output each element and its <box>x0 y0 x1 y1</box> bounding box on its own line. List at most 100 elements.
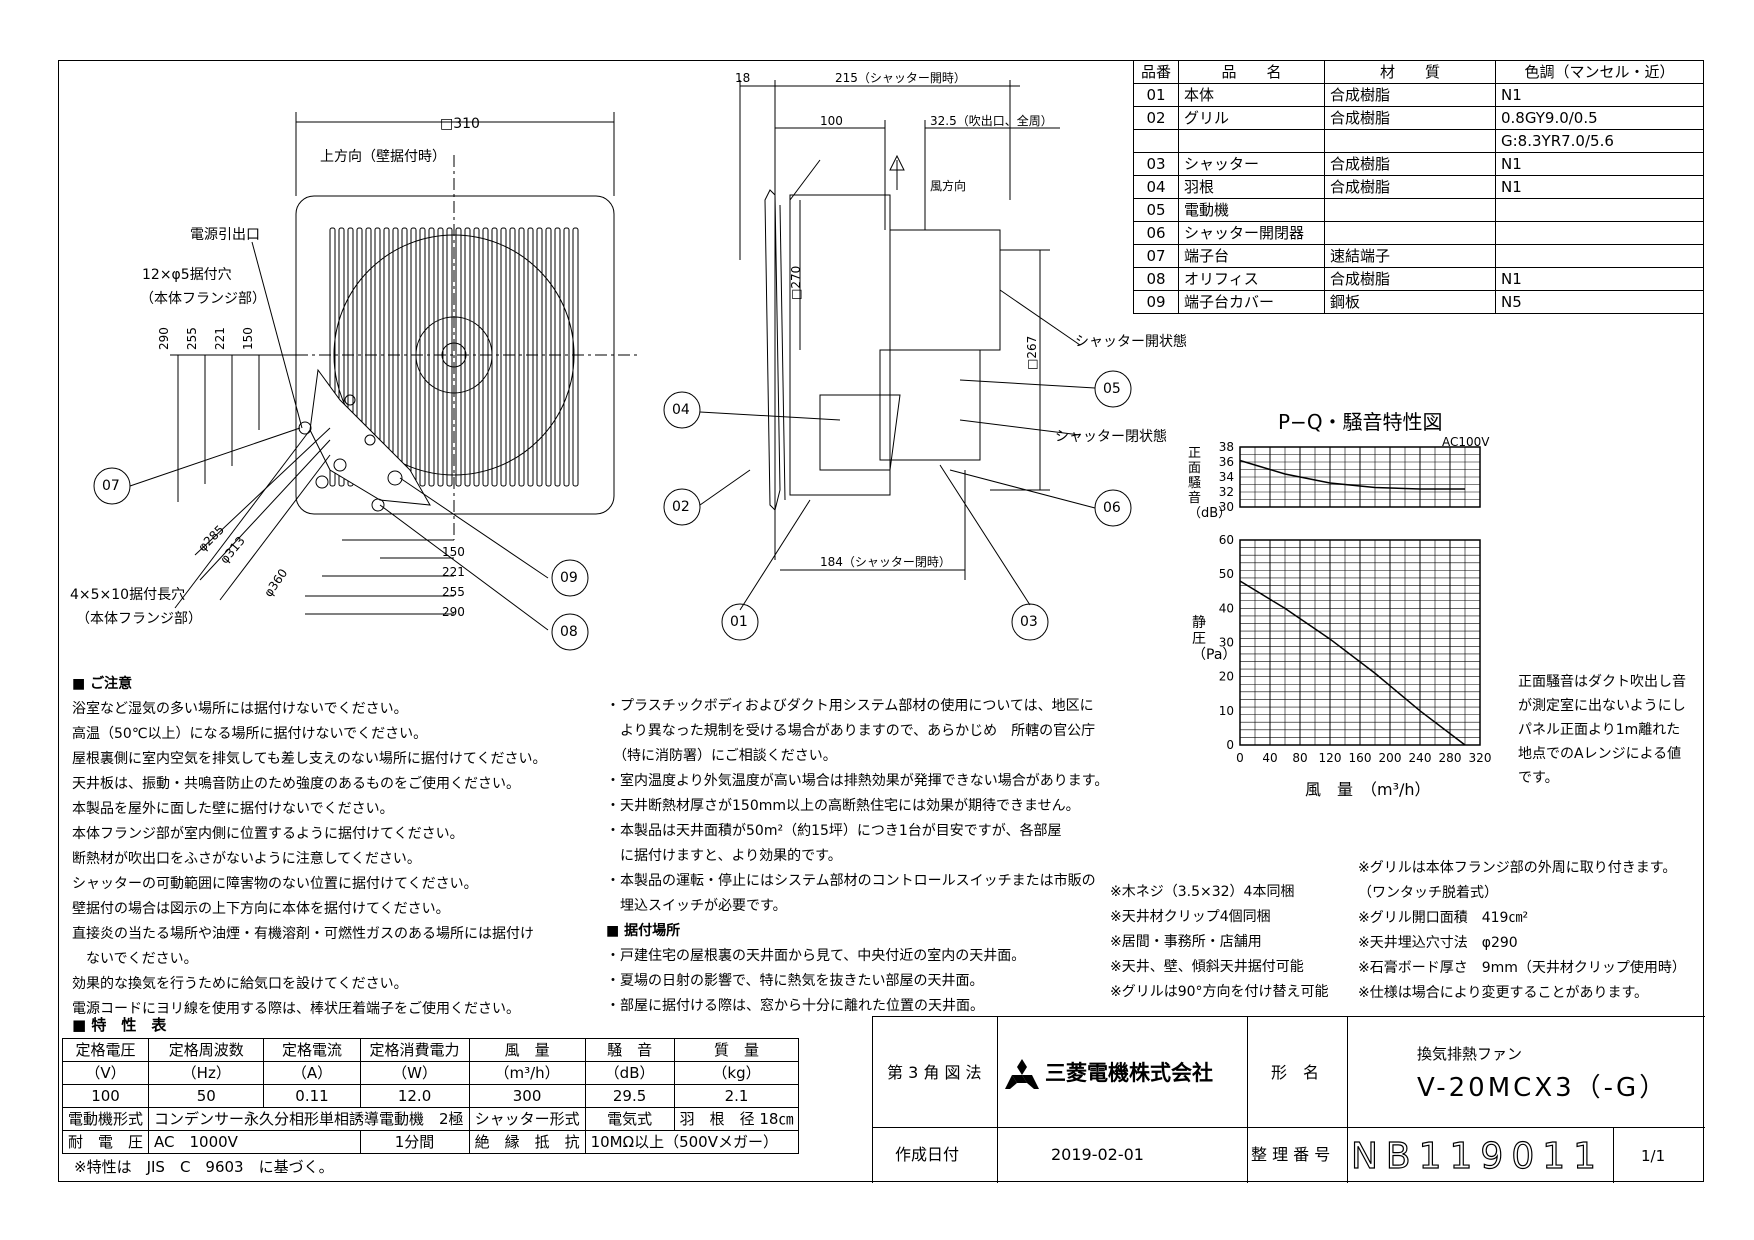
up-direction-label: 上方向（壁据付時） <box>320 149 446 165</box>
voltage-value: AC 1000V <box>148 1130 361 1154</box>
balloon-07: 07 <box>102 478 120 494</box>
parts-table-header: 品番 品 名 材 質 色調（マンセル・近） <box>1133 60 1704 84</box>
balloon-06: 06 <box>1103 500 1121 516</box>
voltage-label: 耐 電 圧 <box>61 1130 150 1154</box>
x-tick-label: 200 <box>1379 751 1402 765</box>
spec-values-cell: 2.1 <box>673 1084 800 1108</box>
part-material: 速結端子 <box>1324 244 1496 268</box>
part-no: 07 <box>1133 244 1179 268</box>
grill-notes: ※グリルは本体フランジ部の外周に取り付きます。 （ワンタッチ脱着式） ※グリル開… <box>1358 856 1686 1006</box>
shutter-label: シャッター形式 <box>468 1107 586 1131</box>
note-line: 電源コードにヨリ線を使用する際は、棒状圧着端子をご使用ください。 <box>72 1001 520 1017</box>
power-outlet-label: 電源引出口 <box>190 227 260 243</box>
spec-motor-row: 電動機形式 コンデンサー永久分相形単相誘導電動機 2極 シャッター形式 電気式 … <box>61 1107 800 1131</box>
note-line: より異なった規制を受ける場合がありますので、あらかじめ 所轄の官公庁 <box>606 723 1096 739</box>
x-tick-label: 320 <box>1469 751 1492 765</box>
balloon-08: 08 <box>560 624 578 640</box>
note-line: ・本製品の運転・停止にはシステム部材のコントロールスイッチまたは市販の <box>606 873 1096 889</box>
middle-notes: ・プラスチックボディおよびダクト用システム部材の使用については、地区に より異な… <box>606 694 1108 1019</box>
note-line: 高温（50℃以上）になる場所に据付けないでください。 <box>72 726 428 742</box>
company-name: 三菱電機株式会社 <box>1045 1061 1213 1085</box>
note-line: ※天井埋込穴寸法 φ290 <box>1358 935 1518 951</box>
spec-units-cell: （A） <box>263 1061 361 1085</box>
note-line: （特に消防署）にご相談ください。 <box>606 748 837 764</box>
part-color: N1 <box>1495 267 1704 291</box>
dim-18: 18 <box>735 71 751 85</box>
note-line: ないでください。 <box>72 951 198 967</box>
part-material <box>1324 129 1496 153</box>
note-line: ・戸建住宅の屋根裏の天井面から見て、中央付近の室内の天井面。 <box>606 948 1026 964</box>
header-color: 色調（マンセル・近） <box>1495 60 1704 84</box>
grill-slat <box>491 227 498 487</box>
grill-slat <box>329 227 336 487</box>
part-name: 羽根 <box>1178 175 1325 199</box>
note-line: 屋根裏側に室内空気を排気しても差し支えのない場所に据付けてください。 <box>72 751 547 767</box>
blade-label: 羽 根 径 <box>679 1110 755 1128</box>
x-tick-label: 40 <box>1262 751 1277 765</box>
spec-units-cell: （kg） <box>673 1061 800 1085</box>
date-label: 作成日付 <box>895 1145 960 1164</box>
spec-headers-cell: 定格消費電力 <box>359 1038 470 1062</box>
part-color: N1 <box>1495 83 1704 107</box>
note-line: ※仕様は場合により変更することがあります。 <box>1358 985 1649 1001</box>
y-tick-label: 38 <box>1219 440 1234 454</box>
note-line: （ワンタッチ脱着式） <box>1358 885 1498 901</box>
spec-values-cell: 100 <box>61 1084 150 1108</box>
y-tick-label: 40 <box>1219 601 1234 615</box>
spec-values-cell: 29.5 <box>584 1084 675 1108</box>
spec-table: 定格電圧定格周波数定格電流定格消費電力風 量騒 音質 量 （V）（Hz）（A）（… <box>61 1038 800 1154</box>
dim-32-5: 32.5（吹出口、全周） <box>930 114 1053 128</box>
blade-value: 18㎝ <box>759 1110 794 1128</box>
spec-headers-cell: 質 量 <box>673 1038 800 1062</box>
chart-subtitle: AC100V <box>1442 435 1490 449</box>
spec-headers-cell: 風 量 <box>468 1038 586 1062</box>
insulation-label: 絶 縁 抵 抗 <box>468 1130 586 1154</box>
part-material <box>1324 221 1496 245</box>
spec-values-cell: 300 <box>468 1084 586 1108</box>
sheet-number: 1/1 <box>1641 1147 1666 1165</box>
pressure-ylabel: 静圧（Pa） <box>1192 615 1237 663</box>
y-tick-label: 10 <box>1219 704 1234 718</box>
spec-title: ■ 特 性 表 <box>72 1016 167 1034</box>
mount-slots-sub: （本体フランジ部） <box>76 611 202 627</box>
grill-slat <box>464 227 471 487</box>
grill-slat <box>401 227 408 487</box>
dim-h-150: 150 <box>442 545 465 559</box>
note-line: ※グリルは本体フランジ部の外周に取り付きます。 <box>1358 860 1677 876</box>
part-color: N1 <box>1495 152 1704 176</box>
grill-slat <box>446 227 453 487</box>
grill-slat <box>527 227 534 487</box>
part-no: 02 <box>1133 106 1179 130</box>
part-material: 合成樹脂 <box>1324 152 1496 176</box>
spec-units-cell: （dB） <box>584 1061 675 1085</box>
dim-267: □267 <box>1025 335 1039 370</box>
note-line: ・プラスチックボディおよびダクト用システム部材の使用については、地区に <box>606 698 1094 714</box>
spec-units-cell: （Hz） <box>148 1061 265 1085</box>
part-color: N5 <box>1495 290 1704 314</box>
y-tick-label: 30 <box>1219 636 1234 650</box>
pressure-curve <box>1239 580 1466 746</box>
part-name: シャッター <box>1178 152 1325 176</box>
note-line: ※居間・事務所・店舗用 <box>1110 934 1262 950</box>
part-no: 04 <box>1133 175 1179 199</box>
note-line: に据付けますと、より効果的です。 <box>606 848 842 864</box>
part-name: 本体 <box>1178 83 1325 107</box>
note-line: 直接炎の当たる場所や油煙・有機溶剤・可燃性ガスのある場所には据付け <box>72 926 534 942</box>
y-tick-label: 30 <box>1219 500 1234 514</box>
grill-slat <box>347 227 354 487</box>
wind-direction-label: 風方向 <box>930 179 967 193</box>
x-tick-label: 0 <box>1236 751 1244 765</box>
x-tick-label: 280 <box>1439 751 1462 765</box>
grill-slat <box>455 227 462 487</box>
spec-units-cell: （V） <box>61 1061 150 1085</box>
balloon-02: 02 <box>672 499 690 515</box>
model-label: 形 名 <box>1271 1063 1320 1082</box>
shutter-closed-label: シャッター閉状態 <box>1055 429 1167 445</box>
note-line: ・本製品は天井面積が50m²（約15坪）につき1台が目安ですが、各部屋 <box>606 823 1062 839</box>
note-line: ※グリル開口面積 419㎝² <box>1358 910 1529 926</box>
spec-values-cell: 50 <box>148 1084 265 1108</box>
front-view-drawing <box>93 112 640 651</box>
